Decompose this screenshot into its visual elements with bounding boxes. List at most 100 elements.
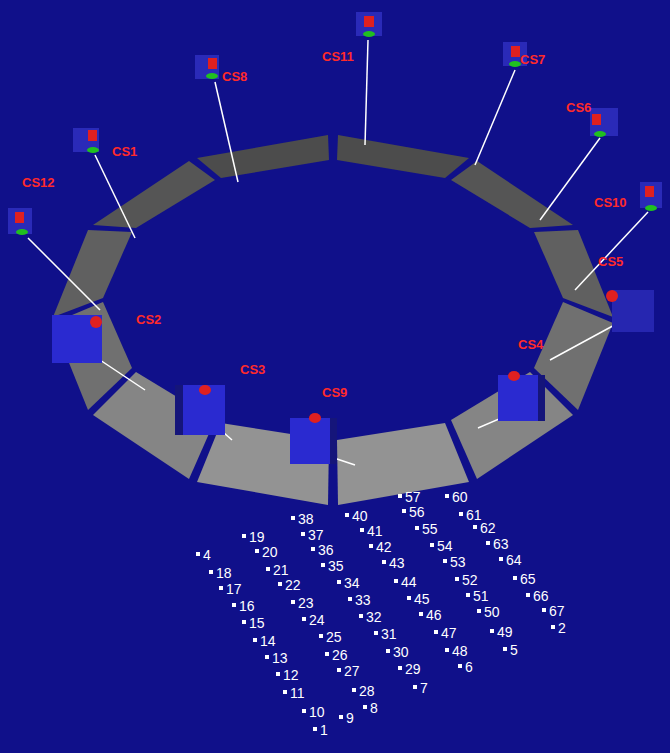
point-dot bbox=[459, 512, 463, 516]
point-dot bbox=[209, 570, 213, 574]
point-dot bbox=[302, 617, 306, 621]
point-number: 38 bbox=[298, 511, 314, 527]
point-dot bbox=[291, 600, 295, 604]
point-dot bbox=[551, 625, 555, 629]
point-dot bbox=[360, 528, 364, 532]
point-number: 14 bbox=[260, 633, 276, 649]
leader-line bbox=[28, 40, 648, 465]
point-dot bbox=[339, 715, 343, 719]
point-dot bbox=[369, 544, 373, 548]
point-number: 24 bbox=[309, 612, 325, 628]
point-number: 65 bbox=[520, 571, 536, 587]
point-dot bbox=[311, 547, 315, 551]
point-dot bbox=[419, 612, 423, 616]
point-dot bbox=[255, 549, 259, 553]
point-number: 47 bbox=[441, 625, 457, 641]
point-dot bbox=[219, 586, 223, 590]
point-number: 55 bbox=[422, 521, 438, 537]
point-dot bbox=[445, 648, 449, 652]
point-dot bbox=[302, 709, 306, 713]
point-dot bbox=[413, 685, 417, 689]
point-number: 43 bbox=[389, 555, 405, 571]
panel bbox=[53, 230, 132, 317]
point-dot bbox=[407, 596, 411, 600]
point-dot bbox=[325, 652, 329, 656]
point-dot bbox=[477, 609, 481, 613]
point-number: 7 bbox=[420, 680, 428, 696]
point-number: 41 bbox=[367, 523, 383, 539]
point-number: 29 bbox=[405, 661, 421, 677]
camera-label: CS5 bbox=[598, 254, 623, 270]
panel bbox=[337, 423, 469, 505]
point-dot bbox=[278, 582, 282, 586]
point-number: 46 bbox=[426, 607, 442, 623]
point-number: 2 bbox=[558, 620, 566, 636]
point-number: 53 bbox=[450, 554, 466, 570]
point-dot bbox=[337, 580, 341, 584]
point-dot bbox=[321, 563, 325, 567]
point-number: 52 bbox=[462, 572, 478, 588]
point-number: 30 bbox=[393, 644, 409, 660]
point-number: 31 bbox=[381, 626, 397, 642]
point-number: 44 bbox=[401, 574, 417, 590]
camera-label: CS6 bbox=[566, 100, 591, 116]
camera-label: CS12 bbox=[22, 175, 55, 191]
point-dot bbox=[526, 593, 530, 597]
point-number: 10 bbox=[309, 704, 325, 720]
point-dot bbox=[265, 655, 269, 659]
point-number: 60 bbox=[452, 489, 468, 505]
point-number: 62 bbox=[480, 520, 496, 536]
point-number: 35 bbox=[328, 558, 344, 574]
point-dot bbox=[337, 668, 341, 672]
point-number: 22 bbox=[285, 577, 301, 593]
camera bbox=[8, 12, 662, 464]
camera-label: CS2 bbox=[136, 312, 161, 328]
point-dot bbox=[345, 513, 349, 517]
panel bbox=[451, 372, 573, 479]
point-dot bbox=[499, 557, 503, 561]
point-dot bbox=[445, 494, 449, 498]
point-number: 45 bbox=[414, 591, 430, 607]
point-dot bbox=[242, 534, 246, 538]
point-dot bbox=[374, 631, 378, 635]
point-number: 50 bbox=[484, 604, 500, 620]
point-dot bbox=[382, 560, 386, 564]
point-number: 66 bbox=[533, 588, 549, 604]
panel bbox=[197, 135, 329, 178]
point-number: 23 bbox=[298, 595, 314, 611]
point-number: 36 bbox=[318, 542, 334, 558]
point-number: 34 bbox=[344, 575, 360, 591]
point-number: 49 bbox=[497, 624, 513, 640]
point-dot bbox=[398, 494, 402, 498]
panel bbox=[451, 161, 573, 228]
point-number: 17 bbox=[226, 581, 242, 597]
camera-label: CS9 bbox=[322, 385, 347, 401]
point-number: 13 bbox=[272, 650, 288, 666]
camera-label: CS3 bbox=[240, 362, 265, 378]
point-dot bbox=[242, 620, 246, 624]
point-dot bbox=[490, 629, 494, 633]
panel bbox=[337, 135, 469, 178]
point-number: 20 bbox=[262, 544, 278, 560]
point-number: 48 bbox=[452, 643, 468, 659]
point-dot bbox=[359, 614, 363, 618]
point-dot bbox=[253, 638, 257, 642]
panel bbox=[534, 230, 613, 317]
point-dot bbox=[503, 647, 507, 651]
point-dot bbox=[542, 608, 546, 612]
point-number: 54 bbox=[437, 538, 453, 554]
point-dot bbox=[466, 593, 470, 597]
point-dot bbox=[443, 559, 447, 563]
point-number: 51 bbox=[473, 588, 489, 604]
point-number: 32 bbox=[366, 609, 382, 625]
camera-label: CS11 bbox=[322, 49, 354, 65]
point-number: 25 bbox=[326, 629, 342, 645]
point-number: 21 bbox=[273, 562, 289, 578]
point-dot bbox=[394, 579, 398, 583]
point-number: 5 bbox=[510, 642, 518, 658]
point-dot bbox=[283, 690, 287, 694]
point-dot bbox=[276, 672, 280, 676]
point-number: 1 bbox=[320, 722, 328, 738]
point-number: 15 bbox=[249, 615, 265, 631]
point-number: 33 bbox=[355, 592, 371, 608]
